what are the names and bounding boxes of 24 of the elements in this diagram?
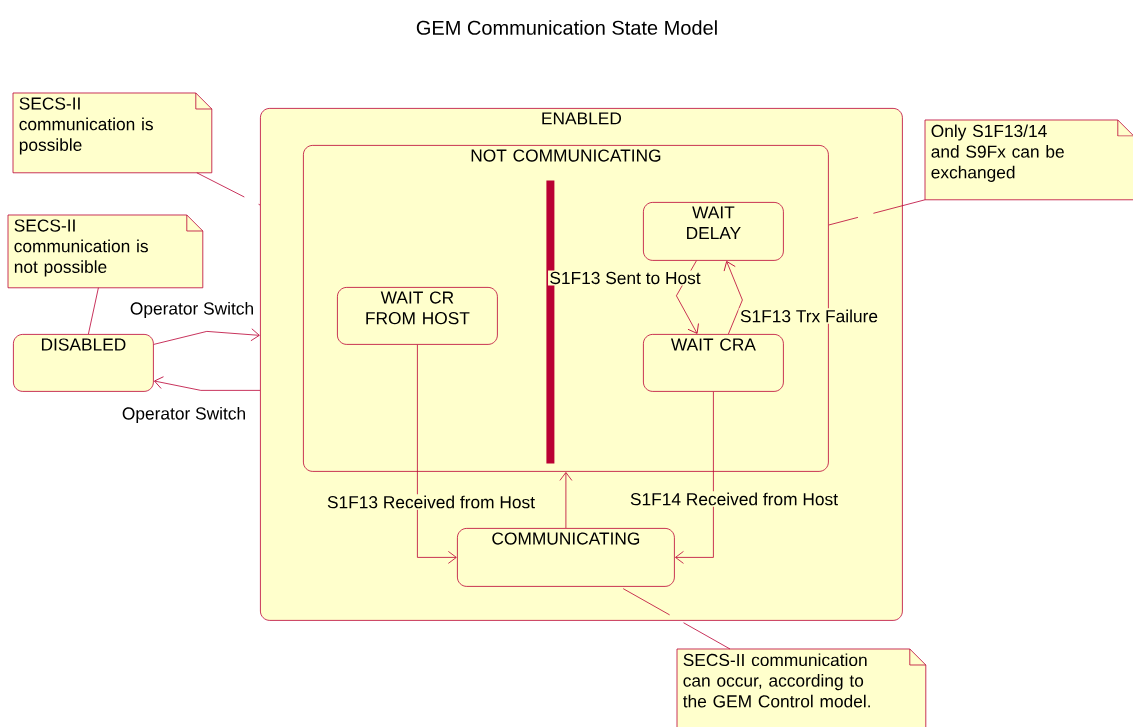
- note: SECS-II communication is not possible: [7, 214, 204, 289]
- edge-label: Operator Switch: [120, 405, 248, 425]
- arrow: [723, 261, 743, 335]
- leader-line: [88, 287, 99, 335]
- edge-label: S1F14 Received from Host: [628, 491, 840, 507]
- note: SECS-II communication can occur, according to the GEM Control model.: [676, 648, 927, 727]
- state-box: COMMUNICATING: [457, 528, 675, 587]
- note: SECS-II communication is possible: [12, 92, 213, 174]
- state-box: DISABLED: [13, 334, 154, 392]
- state-box: WAIT DELAY: [643, 202, 784, 261]
- arrow: [675, 391, 714, 564]
- edge-label: Operator Switch: [128, 300, 256, 320]
- title: GEM Communication State Model: [416, 20, 717, 35]
- edge-label: S1F13 Received from Host: [325, 494, 537, 510]
- edge-label: S1F13 Trx Failure: [738, 308, 880, 324]
- arrow: [153, 328, 260, 345]
- arrow: [154, 376, 261, 391]
- state-box: WAIT CR FROM HOST: [337, 287, 498, 345]
- state-box: WAIT CRA: [643, 334, 784, 392]
- note: Only S1F13/14 and S9Fx can be exchanged: [924, 119, 1133, 201]
- leader-line: [196, 172, 261, 206]
- arrow: [559, 472, 573, 529]
- leader-line: [619, 586, 731, 650]
- arrow: [417, 344, 457, 564]
